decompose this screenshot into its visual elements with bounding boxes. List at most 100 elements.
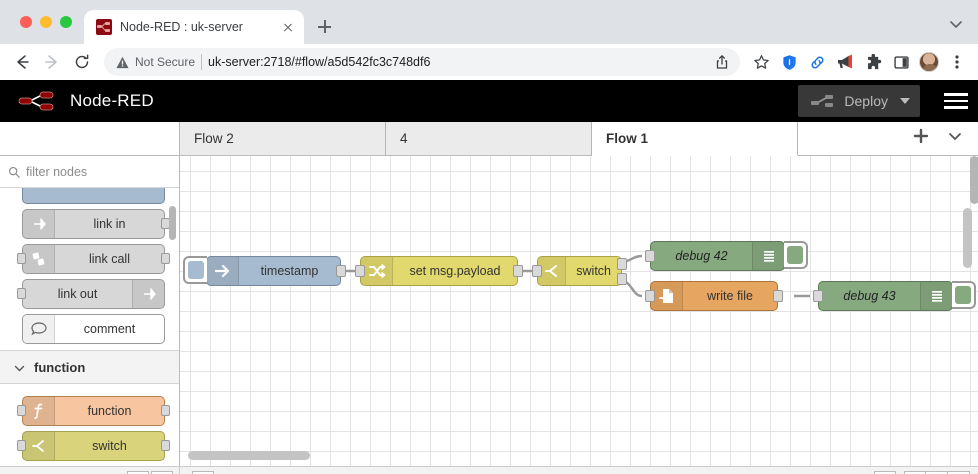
flow-node-timestamp[interactable]: timestamp bbox=[183, 256, 346, 286]
node-output-port[interactable] bbox=[513, 265, 523, 277]
flow-node-label: set msg.payload bbox=[409, 264, 501, 278]
node-input-port[interactable] bbox=[355, 265, 365, 277]
close-window-button[interactable] bbox=[20, 16, 32, 28]
flow-tab-label: Flow 1 bbox=[606, 131, 649, 146]
extensions-puzzle-icon[interactable] bbox=[860, 49, 886, 75]
browser-menu-icon[interactable] bbox=[944, 49, 970, 75]
node-output-port[interactable] bbox=[336, 265, 346, 277]
back-icon[interactable] bbox=[8, 48, 36, 76]
node-output-port[interactable] bbox=[161, 253, 170, 264]
zoom-reset-button[interactable] bbox=[926, 470, 948, 474]
palette-node-label: function bbox=[87, 404, 132, 418]
forward-icon[interactable] bbox=[38, 48, 66, 76]
palette-node-label: comment bbox=[83, 322, 136, 336]
minimize-window-button[interactable] bbox=[40, 16, 52, 28]
change-shuffle-icon bbox=[361, 257, 393, 285]
deploy-button[interactable]: Deploy bbox=[798, 85, 920, 117]
node-input-port[interactable] bbox=[17, 405, 26, 416]
zoom-in-button[interactable] bbox=[948, 470, 970, 474]
side-panel-icon[interactable] bbox=[888, 49, 914, 75]
node-input-port[interactable] bbox=[17, 288, 26, 299]
switch-branch-icon bbox=[538, 257, 567, 285]
reload-icon[interactable] bbox=[68, 48, 96, 76]
nodered-favicon bbox=[96, 19, 112, 35]
flow-node-debug-43[interactable]: debug 43 bbox=[813, 281, 976, 311]
browser-tabstrip: Node-RED : uk-server bbox=[0, 0, 978, 44]
canvas-vertical-scrollbar-top[interactable] bbox=[970, 156, 978, 204]
browser-tab[interactable]: Node-RED : uk-server bbox=[84, 10, 304, 44]
palette-node-link-call[interactable]: link call bbox=[17, 244, 170, 274]
nodered-logo-icon bbox=[18, 90, 60, 112]
node-output-port[interactable] bbox=[161, 440, 170, 451]
link-icon[interactable] bbox=[804, 49, 830, 75]
chevron-down-icon[interactable] bbox=[946, 14, 966, 34]
node-input-port[interactable] bbox=[532, 265, 542, 277]
maximize-window-button[interactable] bbox=[60, 16, 72, 28]
palette-scrollbar[interactable] bbox=[169, 206, 176, 240]
palette-category-function[interactable]: function bbox=[0, 350, 179, 384]
node-input-port[interactable] bbox=[17, 253, 26, 264]
security-label: Not Secure bbox=[135, 55, 196, 69]
filter-nodes-input[interactable]: filter nodes bbox=[26, 164, 88, 179]
flow-node-write-file[interactable]: write file bbox=[645, 281, 783, 311]
node-input-port[interactable] bbox=[17, 440, 26, 451]
chevron-down-icon[interactable] bbox=[900, 98, 910, 104]
debug-enable-toggle[interactable] bbox=[952, 281, 976, 309]
flow-node-switch[interactable]: switch bbox=[532, 256, 627, 286]
palette-node-partial[interactable] bbox=[22, 188, 165, 204]
new-tab-button[interactable] bbox=[310, 13, 338, 41]
canvas-vertical-scrollbar[interactable] bbox=[963, 208, 972, 268]
profile-avatar[interactable] bbox=[916, 49, 942, 75]
navigator-map-icon[interactable] bbox=[874, 470, 896, 474]
close-icon[interactable] bbox=[280, 19, 296, 35]
flow-tab-flow-2[interactable]: Flow 2 bbox=[180, 122, 386, 156]
palette-node-switch[interactable]: switch bbox=[17, 431, 170, 461]
status-bar bbox=[0, 466, 978, 474]
node-output-port[interactable] bbox=[773, 290, 783, 302]
status-bar-right-tools bbox=[874, 470, 978, 474]
share-icon[interactable] bbox=[714, 54, 730, 70]
flow-node-debug-42[interactable]: debug 42 bbox=[645, 241, 808, 271]
collapse-all-icon[interactable] bbox=[127, 470, 149, 474]
flow-tab-flow-1[interactable]: Flow 1 bbox=[592, 122, 798, 156]
flow-tabbar: Flow 2 4 Flow 1 bbox=[0, 122, 978, 156]
shield-icon[interactable] bbox=[776, 49, 802, 75]
flow-list-caret-icon[interactable] bbox=[948, 129, 962, 148]
main-menu-button[interactable] bbox=[934, 80, 978, 122]
filter-nodes-row[interactable]: filter nodes bbox=[0, 156, 179, 188]
browser-tab-title: Node-RED : uk-server bbox=[120, 20, 243, 34]
node-output-port-2[interactable] bbox=[617, 273, 627, 285]
expand-all-icon[interactable] bbox=[151, 470, 173, 474]
address-bar[interactable]: Not Secure uk-server:2718/#flow/a5d542fc… bbox=[104, 48, 740, 76]
inject-trigger-button[interactable] bbox=[183, 256, 207, 284]
node-input-port[interactable] bbox=[813, 290, 823, 302]
flow-canvas[interactable]: timestamp set msg.payload switch bbox=[180, 156, 978, 466]
node-palette: filter nodes link in link call bbox=[0, 156, 180, 466]
palette-node-function[interactable]: function bbox=[17, 396, 170, 426]
zoom-out-button[interactable] bbox=[904, 470, 926, 474]
flow-canvas-wrapper[interactable]: timestamp set msg.payload switch bbox=[180, 156, 978, 466]
bookmark-star-icon[interactable] bbox=[748, 49, 774, 75]
switch-icon bbox=[23, 432, 55, 460]
palette-node-comment[interactable]: comment bbox=[22, 314, 165, 344]
app-header: Node-RED Deploy bbox=[0, 80, 978, 122]
flow-wires bbox=[339, 254, 810, 298]
search-flows-button[interactable] bbox=[192, 470, 214, 474]
flow-tab-4[interactable]: 4 bbox=[386, 122, 592, 156]
node-input-port[interactable] bbox=[645, 290, 655, 302]
node-output-port[interactable] bbox=[161, 405, 170, 416]
node-output-port-1[interactable] bbox=[617, 258, 627, 270]
inject-arrow-icon bbox=[207, 257, 239, 285]
main-area: filter nodes link in link call bbox=[0, 156, 978, 466]
flow-node-label: switch bbox=[576, 264, 611, 278]
node-input-port[interactable] bbox=[645, 250, 655, 262]
palette-node-link-in[interactable]: link in bbox=[22, 209, 170, 239]
palette-node-link-out[interactable]: link out bbox=[17, 279, 165, 309]
add-flow-button[interactable] bbox=[912, 127, 930, 150]
palette-node-label: link in bbox=[93, 217, 126, 231]
status-bar-left-tools bbox=[180, 470, 214, 474]
megaphone-icon[interactable] bbox=[832, 49, 858, 75]
flow-node-set-msg-payload[interactable]: set msg.payload bbox=[355, 256, 523, 286]
debug-enable-toggle[interactable] bbox=[784, 241, 808, 269]
canvas-horizontal-scrollbar[interactable] bbox=[188, 451, 310, 460]
